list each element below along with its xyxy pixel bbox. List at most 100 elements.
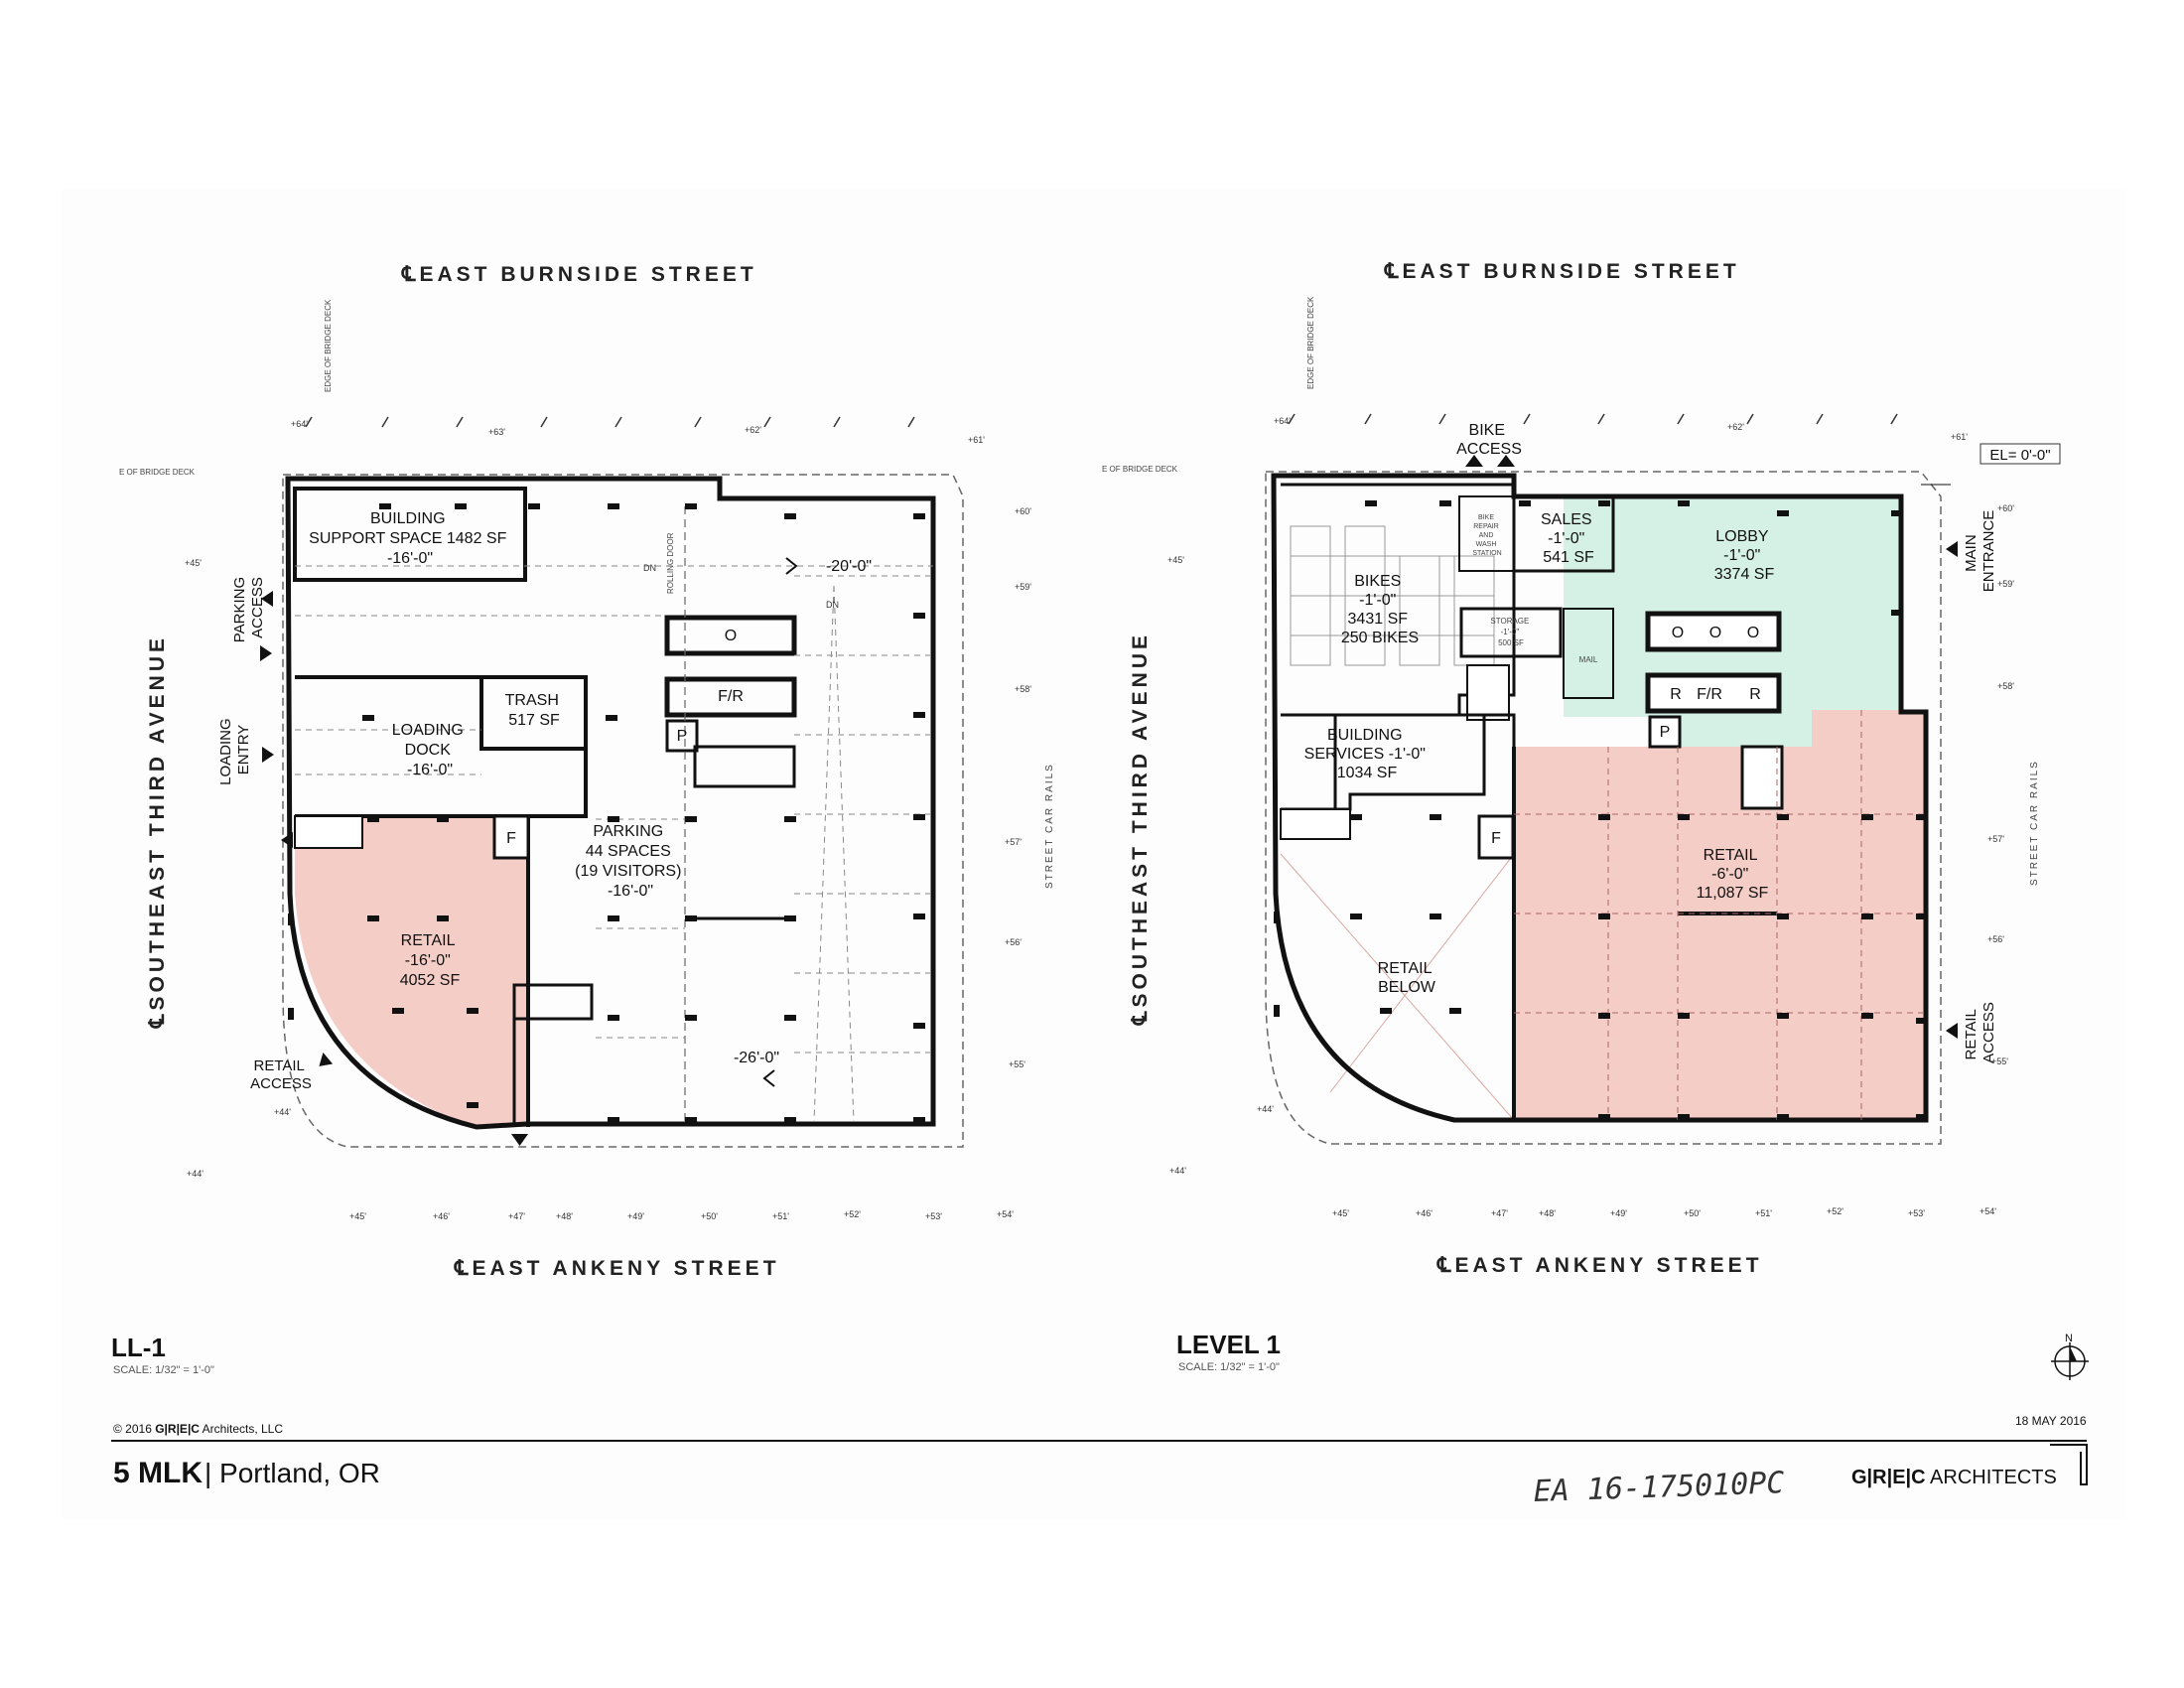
property-line-l1 [1265, 471, 1942, 1145]
project-location: | Portland, OR [205, 1458, 380, 1488]
building-wall-l1 [1271, 473, 1929, 1123]
label-retail-ll1: RETAIL -16'-0" 4052 SF [400, 932, 461, 989]
label-bike-repair: BIKE REPAIR AND WASH STATION [1472, 514, 1501, 557]
arrow-bike-access-down [1497, 455, 1515, 467]
spot-elev-west-l1-2: +44' [1257, 1104, 1274, 1114]
label-elev-top-ll1: -20'-0" [826, 558, 872, 575]
label-core-fr-ll1: F/R [718, 688, 744, 705]
spot-elev-top-ll1-4: +61' [968, 435, 985, 445]
stair-ll1 [294, 815, 363, 849]
spot-elev-south-l1-1: +45' [1332, 1208, 1349, 1218]
ramp-arrow-bottom-ll1 [762, 1069, 775, 1087]
spot-elev-south-ll1-10: +54' [997, 1209, 1014, 1219]
core-p-l1 [1648, 715, 1682, 749]
spot-elev-east-ll1-4: +57' [1005, 837, 1022, 847]
arrow-retail-access-l1 [1946, 1023, 1958, 1039]
label-parking-ll1: PARKING 44 SPACES (19 VISITORS) -16'-0" [575, 823, 686, 900]
spot-elev-south-l1-4: +48' [1539, 1208, 1556, 1218]
spot-elev-south-ll1-6: +50' [701, 1211, 718, 1221]
spot-elev-south-l1-10: +54' [1979, 1206, 1996, 1216]
tick-row-ll1 [305, 416, 915, 428]
arrow-bike-access-up [1465, 455, 1483, 467]
label-core-o-l1-2: O [1709, 625, 1721, 641]
stair-core-ll1 [693, 745, 796, 788]
spot-elev-south-ll1-1: +45' [349, 1211, 366, 1221]
label-elev-bottom-ll1: -26'-0" [734, 1050, 779, 1066]
arrow-retail-access-ll1 [319, 1053, 334, 1066]
edge-bridge-deck-horizontal-l1: E OF BRIDGE DECK [1102, 465, 1178, 474]
arrow-main-entrance [1946, 541, 1958, 557]
spot-elev-south-ll1-4: +48' [556, 1211, 573, 1221]
room-trash [479, 675, 588, 751]
spot-elev-west-ll1-1: +45' [185, 558, 202, 568]
core-o-l1 [1645, 611, 1782, 652]
spot-elev-east-l1-1: +60' [1997, 503, 2014, 513]
label-core-f-l1: F [1491, 830, 1501, 847]
spot-elev-south-ll1-7: +51' [772, 1211, 789, 1221]
room-f-l1 [1477, 814, 1515, 860]
edge-bridge-deck-horizontal-ll1: E OF BRIDGE DECK [119, 468, 196, 477]
el-badge [1979, 443, 2061, 465]
spot-elev-south-ll1-5: +49' [627, 1211, 644, 1221]
spot-elev-south-ll1-2: +46' [433, 1211, 450, 1221]
label-building-support: BUILDING SUPPORT SPACE 1482 SF -16'-0" [309, 510, 511, 567]
room-f-ll1 [492, 814, 530, 860]
retail-zone-ll1 [295, 816, 528, 1127]
spot-elev-south-l1-7: +51' [1755, 1208, 1772, 1218]
label-dn-1-ll1: DN [643, 563, 656, 573]
spot-elev-south-ll1-9: +53' [925, 1211, 942, 1221]
label-sales: SALES -1'-0" 541 SF [1541, 511, 1596, 566]
label-main-entrance: MAIN ENTRANCE [1963, 510, 1997, 593]
core-fr-l1 [1645, 672, 1782, 714]
spot-elev-south-l1-5: +49' [1610, 1208, 1627, 1218]
street-north-ll1: ℄EAST BURNSIDE STREET [401, 263, 757, 286]
label-trash: TRASH 517 SF [505, 692, 564, 729]
copyright-text: © 2016 G|R|E|C Architects, LLC [113, 1422, 283, 1436]
label-core-p-ll1: P [677, 728, 688, 745]
handwritten-stamp: EA 16-175010PC [1533, 1466, 1785, 1509]
plan-level1: ℄EAST BURNSIDE STREET ℄EAST ANKENY STREE… [1102, 260, 2061, 1277]
street-north-l1: ℄EAST BURNSIDE STREET [1384, 260, 1740, 283]
core-o-ll1 [664, 615, 797, 656]
retail-below-hatch [1280, 853, 1515, 1121]
street-west-l1: ℄SOUTHEAST THIRD AVENUE [1129, 632, 1152, 1026]
label-retail-access-l1: RETAIL ACCESS [1963, 1002, 1997, 1063]
spot-elev-top-l1-1: +64' [1274, 416, 1291, 426]
north-arrow-icon [2051, 1342, 2089, 1380]
label-core-r-l1-2: R [1749, 686, 1761, 703]
core-p-ll1 [665, 719, 699, 753]
spot-elev-west-ll1-3: +44' [187, 1169, 204, 1179]
room-storage [1459, 607, 1563, 658]
columns-l1 [1274, 500, 1928, 1120]
spot-elev-south-ll1-3: +47' [508, 1211, 525, 1221]
street-car-rails-ll1: STREET CAR RAILS [1044, 763, 1055, 889]
plan-title-l1: LEVEL 1 [1176, 1330, 1281, 1359]
spot-elev-south-l1-3: +47' [1491, 1208, 1508, 1218]
spot-elev-top-l1-4: +61' [1951, 432, 1968, 442]
room-sales [1512, 494, 1615, 573]
date-text: 18 MAY 2016 [2015, 1414, 2087, 1428]
label-loading-dock: LOADING DOCK -16'-0" [392, 722, 468, 778]
spot-elev-top-ll1-3: +62' [745, 425, 761, 435]
room-building-support [293, 487, 527, 582]
spot-elev-south-l1-2: +46' [1416, 1208, 1433, 1218]
arrow-loading-entry [262, 747, 274, 763]
street-south-ll1: ℄EAST ANKENY STREET [454, 1257, 780, 1280]
label-lobby: LOBBY -1'-0" 3374 SF [1714, 528, 1775, 583]
spot-elev-south-ll1-8: +52' [844, 1209, 861, 1219]
arrow-parking-access-2 [260, 645, 272, 661]
spot-elev-east-ll1-5: +56' [1005, 937, 1022, 947]
label-core-fr-l1: F/R [1697, 686, 1722, 703]
logo-corner-mark [2050, 1444, 2088, 1485]
project-name: 5 MLK [113, 1457, 203, 1489]
label-core-r-l1-1: R [1670, 686, 1682, 703]
label-rolling-door: ROLLING DOOR [666, 532, 675, 594]
spot-elev-east-l1-2: +59' [1997, 579, 2014, 589]
label-retail-access-ll1: RETAIL ACCESS [250, 1057, 312, 1092]
label-retail-l1: RETAIL -6'-0" 11,087 SF [1697, 847, 1769, 902]
spot-elev-east-ll1-6: +55' [1009, 1059, 1025, 1069]
plan-ll1: ℄EAST BURNSIDE STREET ℄EAST ANKENY STREE… [119, 263, 1055, 1280]
spot-elev-east-l1-6: +55' [1991, 1056, 2008, 1066]
room-mail [1563, 608, 1614, 699]
